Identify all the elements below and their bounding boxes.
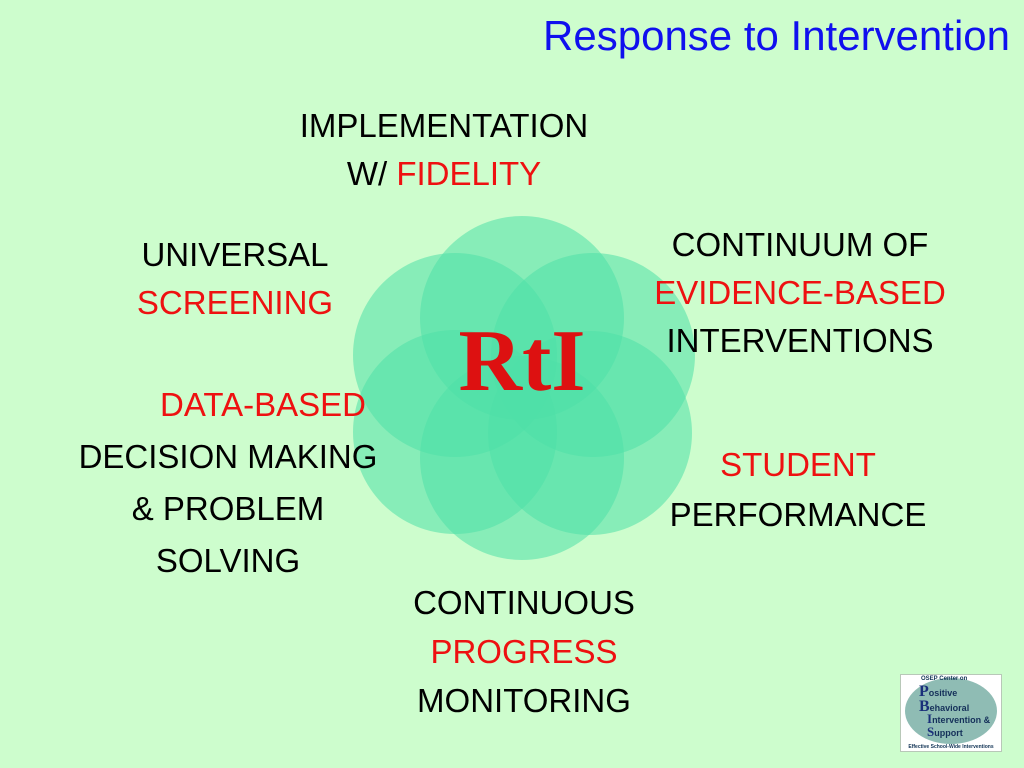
pbis-logo-header: OSEP Center on	[921, 676, 968, 682]
data-based-line4: SOLVING	[155, 542, 301, 579]
pbis-logo: OSEP Center on Positive Behavioral Inter…	[900, 674, 1002, 752]
data-based-line1-highlight: DATA-BASED	[160, 386, 366, 423]
pbis-logo-lines: Positive Behavioral	[919, 683, 970, 715]
label-implementation-fidelity: IMPLEMENTATION W/ FIDELITY	[244, 102, 644, 198]
pbis-line-b: Behavioral	[919, 698, 970, 715]
pbis-line-i: Intervention &	[927, 711, 991, 726]
continuum-line2-highlight: EVIDENCE-BASED	[654, 274, 946, 311]
progress-line1: CONTINUOUS	[413, 584, 635, 621]
universal-line2-highlight: SCREENING	[136, 284, 334, 321]
pbis-logo-ring	[905, 678, 997, 744]
flower-petals	[353, 216, 695, 560]
label-universal-screening: UNIVERSAL SCREENING	[90, 231, 380, 327]
pbis-word-b: ehavioral	[929, 703, 970, 713]
student-line1-highlight: STUDENT	[720, 446, 876, 483]
petal-top-left	[353, 253, 557, 457]
data-based-line3: & PROBLEM	[131, 490, 325, 527]
implementation-line1: IMPLEMENTATION	[299, 107, 589, 144]
implementation-line2: W/ FIDELITY	[244, 150, 644, 198]
pbis-logo-footer: Effective School-Wide Interventions	[908, 744, 994, 750]
continuum-line1: CONTINUUM OF	[671, 226, 929, 263]
implementation-line2-prefix: W/	[346, 155, 397, 192]
progress-line2-highlight: PROGRESS	[430, 633, 618, 670]
universal-line1: UNIVERSAL	[141, 236, 329, 273]
pbis-line-p: Positive	[919, 683, 969, 700]
page-title: Response to Intervention	[543, 12, 1010, 59]
pbis-letter-p: P	[919, 683, 929, 700]
pbis-word-s: upport	[934, 728, 963, 738]
label-student-performance: STUDENT PERFORMANCE	[608, 440, 988, 540]
pbis-word-p: ositive	[928, 688, 958, 698]
data-based-line2: DECISION MAKING	[78, 438, 378, 475]
progress-line3: MONITORING	[417, 682, 631, 719]
pbis-line-s: Support	[927, 724, 990, 739]
center-label: RtI	[458, 313, 585, 410]
implementation-line2-highlight: FIDELITY	[396, 155, 542, 192]
pbis-logo-lines-2: Intervention & Support	[927, 711, 991, 739]
label-continuum-interventions: CONTINUUM OF EVIDENCE-BASED INTERVENTION…	[590, 221, 1010, 365]
pbis-letter-b: B	[919, 698, 930, 715]
student-line2: PERFORMANCE	[669, 496, 927, 533]
continuum-line3: INTERVENTIONS	[666, 322, 934, 359]
pbis-letter-s: S	[927, 724, 935, 739]
label-data-based-decision: DATA-BASED DECISION MAKING & PROBLEM SOL…	[10, 379, 446, 587]
label-progress-monitoring: CONTINUOUS PROGRESS MONITORING	[334, 578, 714, 725]
pbis-letter-i: I	[927, 711, 933, 726]
pbis-amp: &	[983, 715, 991, 725]
pbis-word-i: ntervention	[932, 715, 982, 725]
